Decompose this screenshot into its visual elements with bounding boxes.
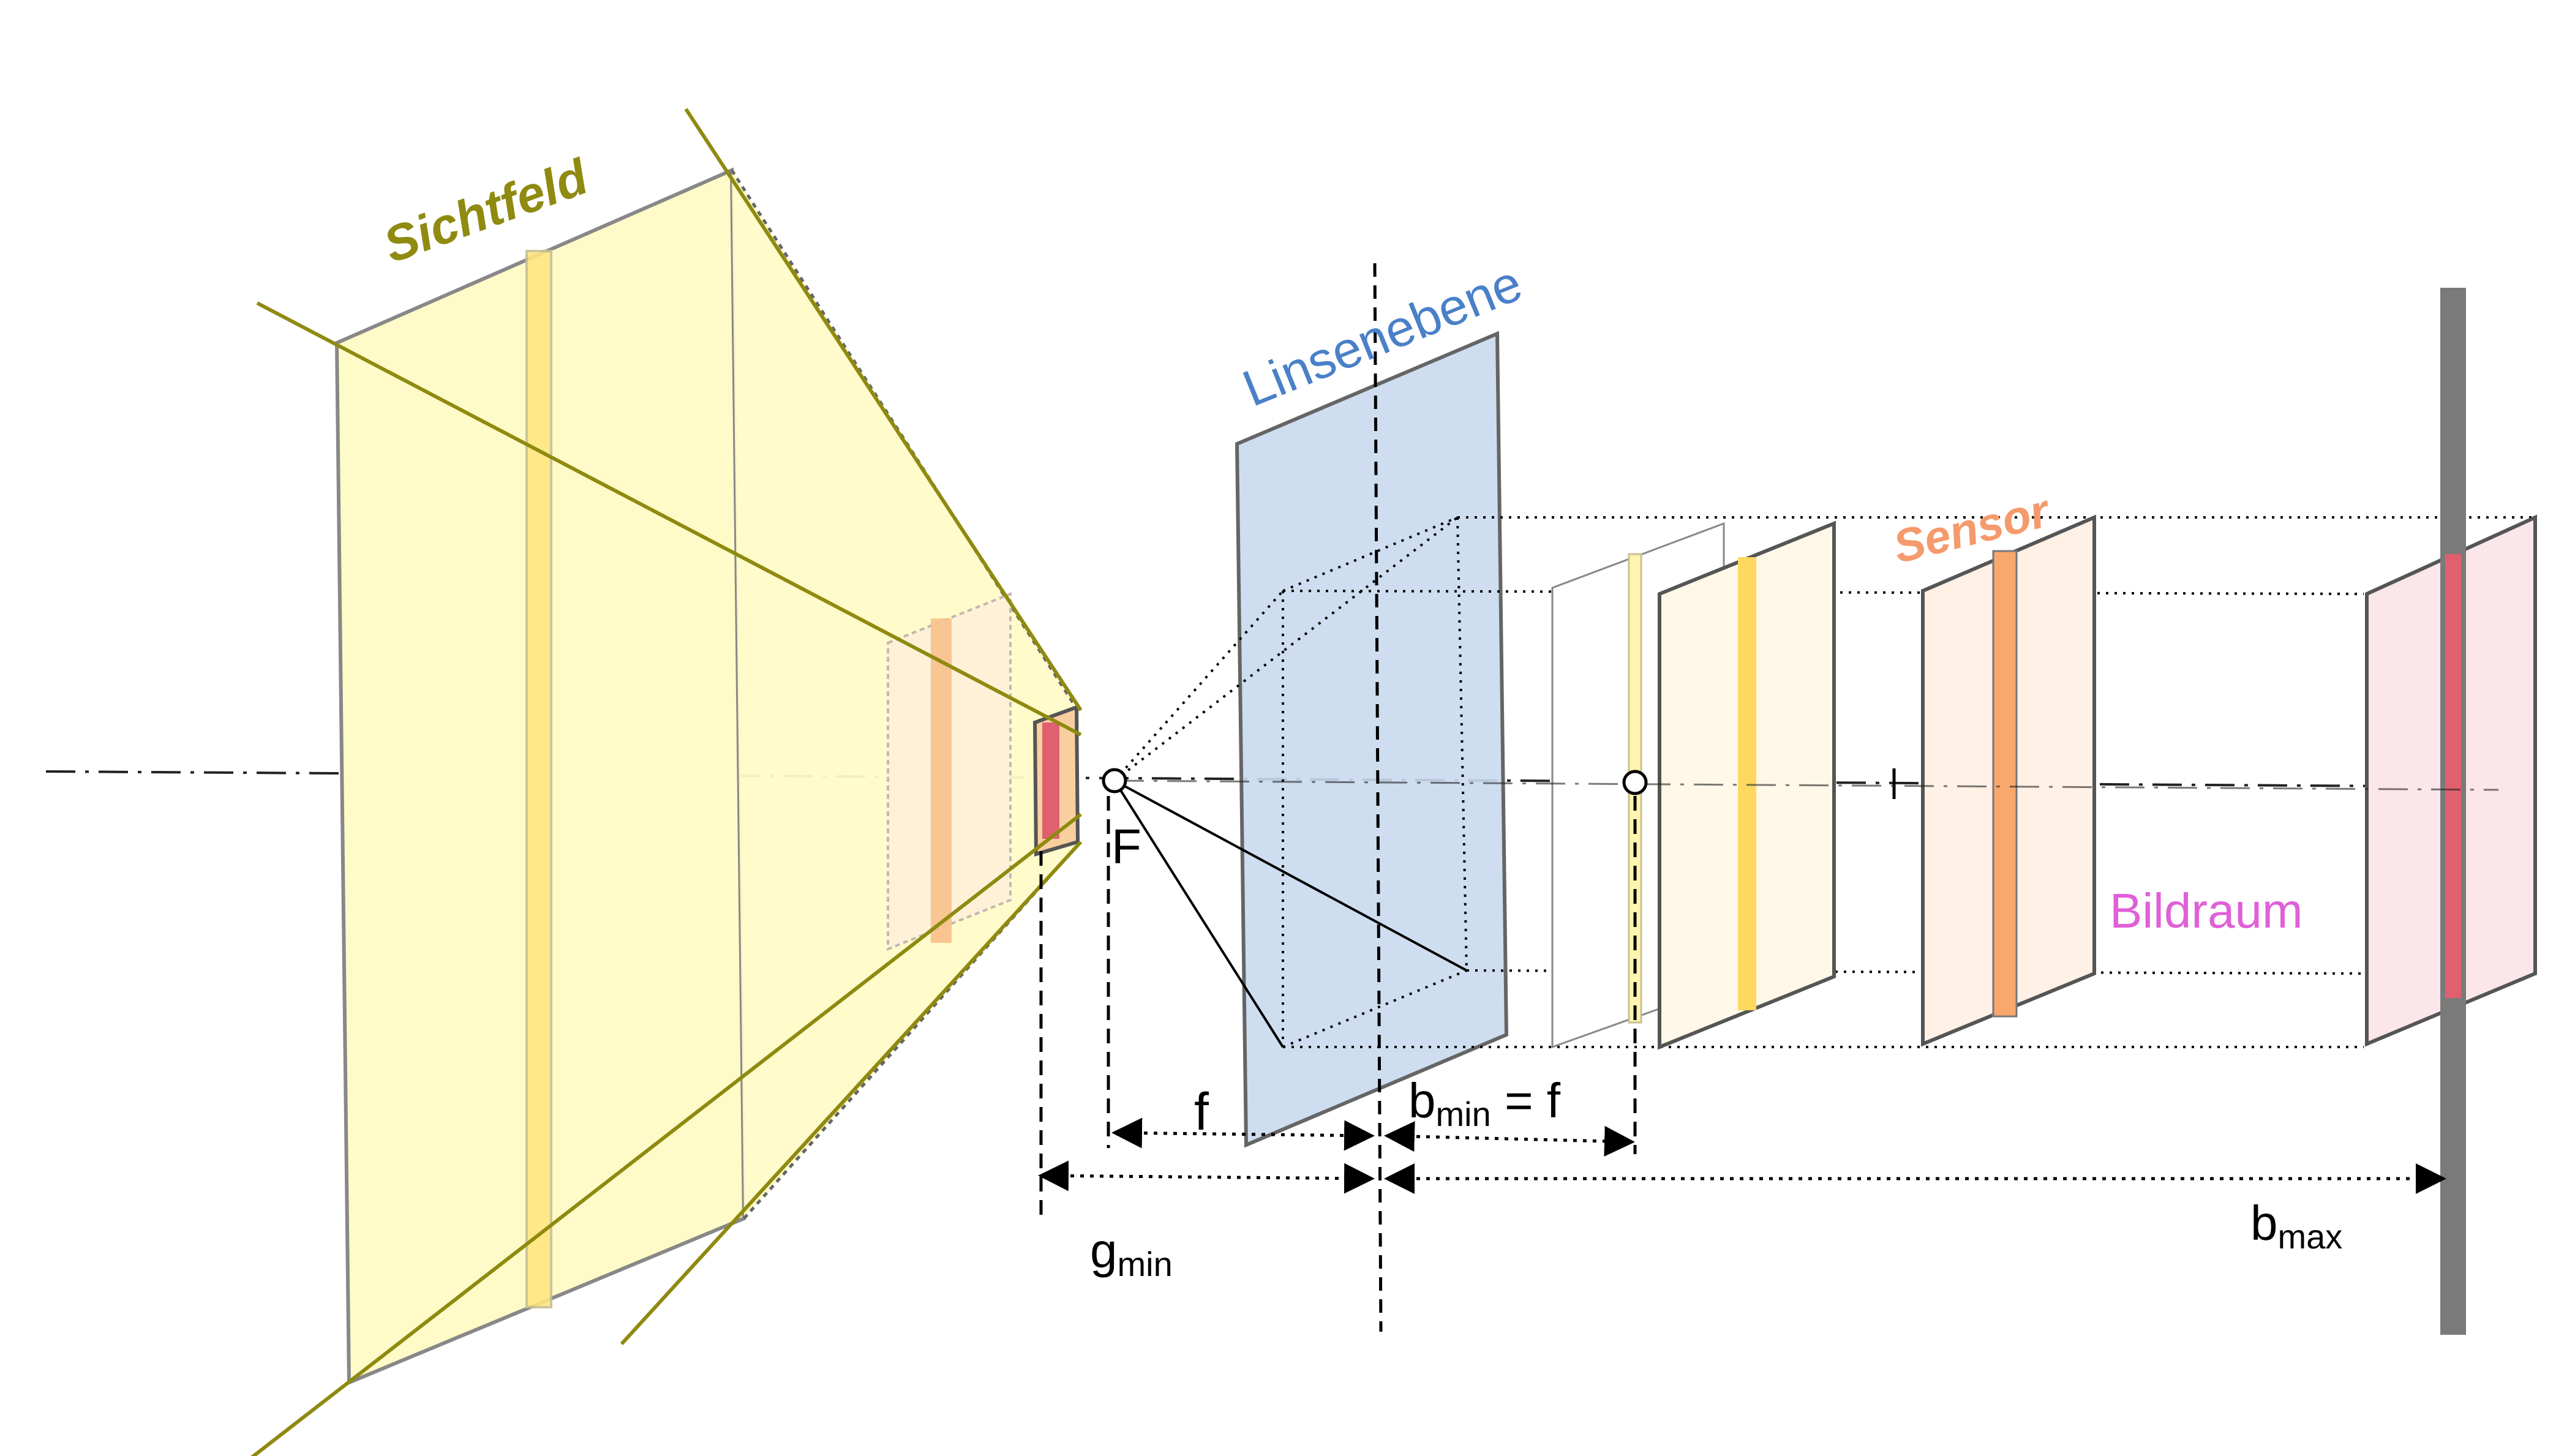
sichtfeld-stripe [525,250,552,1308]
fov-line-top-2 [684,108,1083,711]
dimension-lines [1038,796,2446,1215]
label-g-min: gmin [1090,1223,1173,1283]
label-b-max: bmax [2250,1196,2342,1256]
fov-line-top-1 [256,301,1082,737]
label-focal-f: F [1111,819,1141,874]
dim-b-min [1384,1121,1635,1157]
lens-vertical-axis [1373,263,1383,1332]
focal-point-image [1622,770,1648,795]
dim-f [1111,1117,1375,1151]
rays-from-f [1113,516,1467,1048]
near-plane-stripe [1042,722,1059,839]
bildraum-stripe [2445,554,2461,998]
label-b-min: bmin = f [1408,1073,1561,1133]
mid-plane-stripe [931,618,952,943]
label-bildraum: Bildraum [2110,884,2303,938]
fov-line-bottom-1 [250,812,1082,1456]
fov-line-bottom-2 [620,840,1083,1346]
focal-point-f [1102,768,1127,794]
label-f: f [1194,1083,1209,1141]
sichtfeld-group [250,108,1083,1456]
sensor-stripe [1992,550,2018,1018]
dim-g-min [1038,1160,1375,1194]
optical-axis-overlay [1114,779,2499,791]
linsenebene-plane [1235,331,1509,1148]
image-plane-yellow-stripe [1738,557,1756,1010]
